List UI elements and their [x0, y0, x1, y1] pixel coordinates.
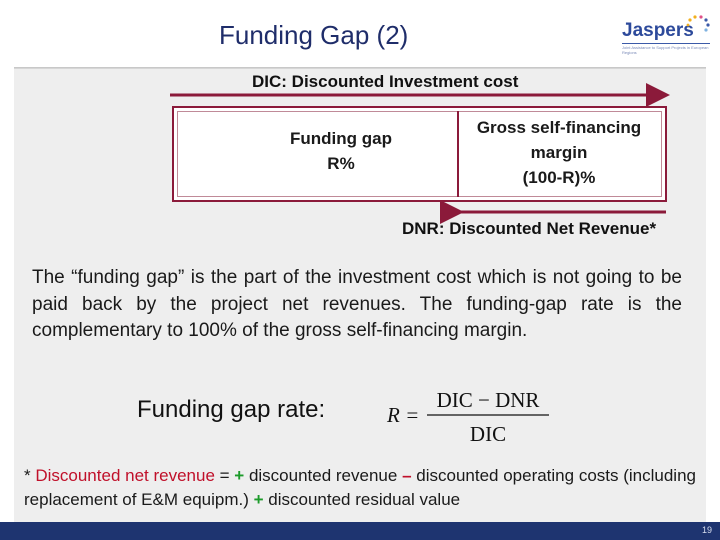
diagram-inner-frame	[177, 111, 662, 197]
self-financing-line3: (100-R)%	[522, 168, 596, 187]
footnote-part-3: discounted residual value	[263, 490, 461, 509]
footer-bar: 19	[0, 522, 720, 540]
formula-denominator: DIC	[470, 422, 506, 446]
self-financing-cell: Gross self-financing margin (100-R)%	[458, 115, 660, 190]
slide-title: Funding Gap (2)	[219, 20, 409, 50]
diagram-divider	[457, 111, 459, 197]
self-financing-line2: margin	[530, 143, 588, 162]
footnote-plus-2: +	[253, 490, 264, 509]
eu-stars-icon	[686, 15, 710, 32]
footnote-part-1: discounted revenue	[244, 466, 403, 485]
footnote-part-2: discounted operating costs (including re…	[24, 466, 696, 509]
logo-tagline: Joint Assistance to Support Projects in …	[622, 45, 709, 55]
formula-lhs: R =	[386, 403, 419, 427]
self-financing-line1: Gross self-financing	[476, 118, 642, 137]
funding-gap-formula: R = DIC − DNR DIC	[386, 388, 549, 446]
page-number: 19	[701, 525, 712, 535]
footnote-term: Discounted net revenue	[35, 466, 215, 485]
logo-rule	[622, 43, 710, 44]
funding-gap-line2: R%	[327, 154, 355, 173]
dnr-label: DNR: Discounted Net Revenue*	[402, 219, 657, 238]
funding-gap-line1: Funding gap	[290, 129, 392, 148]
footnote: * Discounted net revenue = + discounted …	[24, 464, 704, 512]
funding-gap-cell: Funding gap R%	[226, 126, 456, 176]
footnote-equals: =	[214, 466, 235, 485]
header-divider	[14, 67, 706, 68]
footnote-star: *	[24, 466, 36, 485]
funding-diagram-box	[172, 106, 667, 202]
logo-wordmark: Jaspers	[622, 20, 694, 41]
definition-paragraph: The “funding gap” is the part of the inv…	[32, 267, 682, 341]
jaspers-logo: Jaspers Joint Assistance to Support Proj…	[618, 14, 714, 58]
footnote-plus-1: +	[234, 466, 245, 485]
dic-label: DIC: Discounted Investment cost	[252, 72, 519, 91]
formula-numerator: DIC − DNR	[437, 388, 540, 412]
footnote-minus: –	[402, 466, 412, 485]
funding-gap-rate-label: Funding gap rate:	[137, 396, 326, 423]
